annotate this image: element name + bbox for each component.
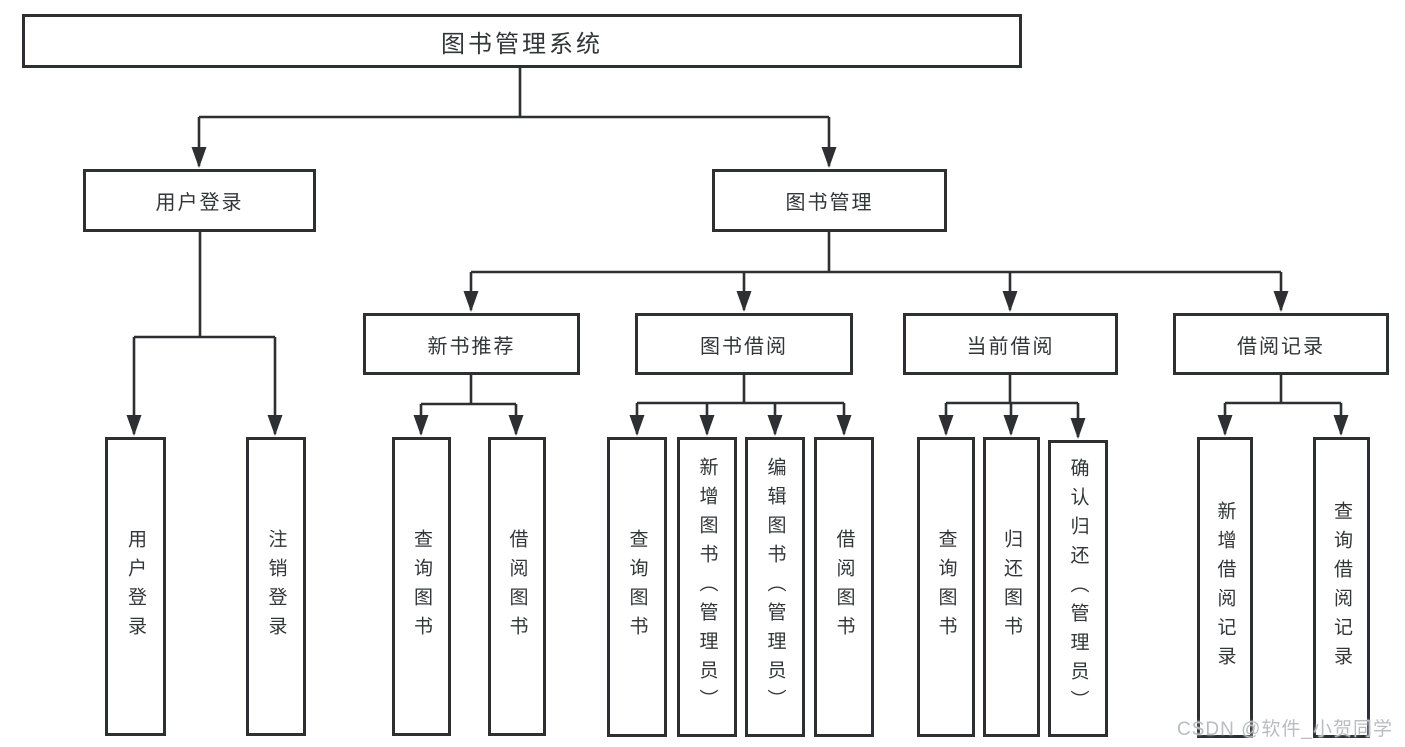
node-current-borrowing: 当前借阅 <box>903 313 1118 375</box>
leaf-user-login: 用户登录 <box>105 437 166 736</box>
leaf-query-books: 查询图书 <box>917 437 975 737</box>
node-label: 用户登录 <box>155 192 244 214</box>
leaf-confirm-return-admin: 确认归还（管理员） <box>1048 440 1108 737</box>
node-book-borrowing: 图书借阅 <box>635 313 853 375</box>
connector-path <box>132 68 1343 437</box>
node-label: 图书借阅 <box>700 335 788 358</box>
leaf-borrow-books: 借阅图书 <box>488 437 546 736</box>
node-label: 图书管理系统 <box>441 30 603 58</box>
watermark: CSDN @软件_小贺同学 <box>1177 719 1393 740</box>
leaf-query-books: 查询图书 <box>392 437 451 736</box>
arrowheads <box>126 147 1349 439</box>
node-book-management: 图书管理 <box>712 169 947 232</box>
leaf-label: 查询图书 <box>411 528 432 645</box>
node-new-book-recommendation: 新书推荐 <box>363 313 580 375</box>
node-label: 新书推荐 <box>427 335 516 358</box>
leaf-borrow-books: 借阅图书 <box>814 437 874 737</box>
leaf-label: 借阅图书 <box>833 529 855 645</box>
leaf-edit-books-admin: 编辑图书（管理员） <box>745 437 805 737</box>
leaf-return-books: 归还图书 <box>983 437 1040 737</box>
leaf-query-books: 查询图书 <box>607 437 667 737</box>
node-user-login: 用户登录 <box>83 169 316 232</box>
node-library-management-system: 图书管理系统 <box>22 14 1022 68</box>
leaf-label: 归还图书 <box>1001 529 1022 645</box>
leaf-label: 新增图书（管理员） <box>696 456 718 718</box>
leaf-add-books-admin: 新增图书（管理员） <box>677 437 737 737</box>
leaf-label: 借阅图书 <box>506 528 528 645</box>
leaf-label: 注销登录 <box>265 528 287 645</box>
leaf-label: 查询图书 <box>626 529 648 645</box>
node-label: 当前借阅 <box>966 335 1055 358</box>
leaf-label: 查询图书 <box>935 529 957 645</box>
leaf-label: 用户登录 <box>125 528 146 645</box>
leaf-label: 编辑图书（管理员） <box>764 456 786 718</box>
leaf-label: 确认归还（管理员） <box>1067 458 1089 719</box>
leaf-query-borrow-record: 查询借阅记录 <box>1313 437 1370 738</box>
leaf-label: 查询借阅记录 <box>1331 500 1352 675</box>
leaf-label: 新增借阅记录 <box>1214 500 1236 675</box>
node-borrowing-records: 借阅记录 <box>1173 313 1389 375</box>
node-label: 图书管理 <box>785 192 874 214</box>
leaf-logout-login: 注销登录 <box>246 437 306 736</box>
node-label: 借阅记录 <box>1237 335 1325 358</box>
leaf-add-borrow-record: 新增借阅记录 <box>1197 437 1253 738</box>
